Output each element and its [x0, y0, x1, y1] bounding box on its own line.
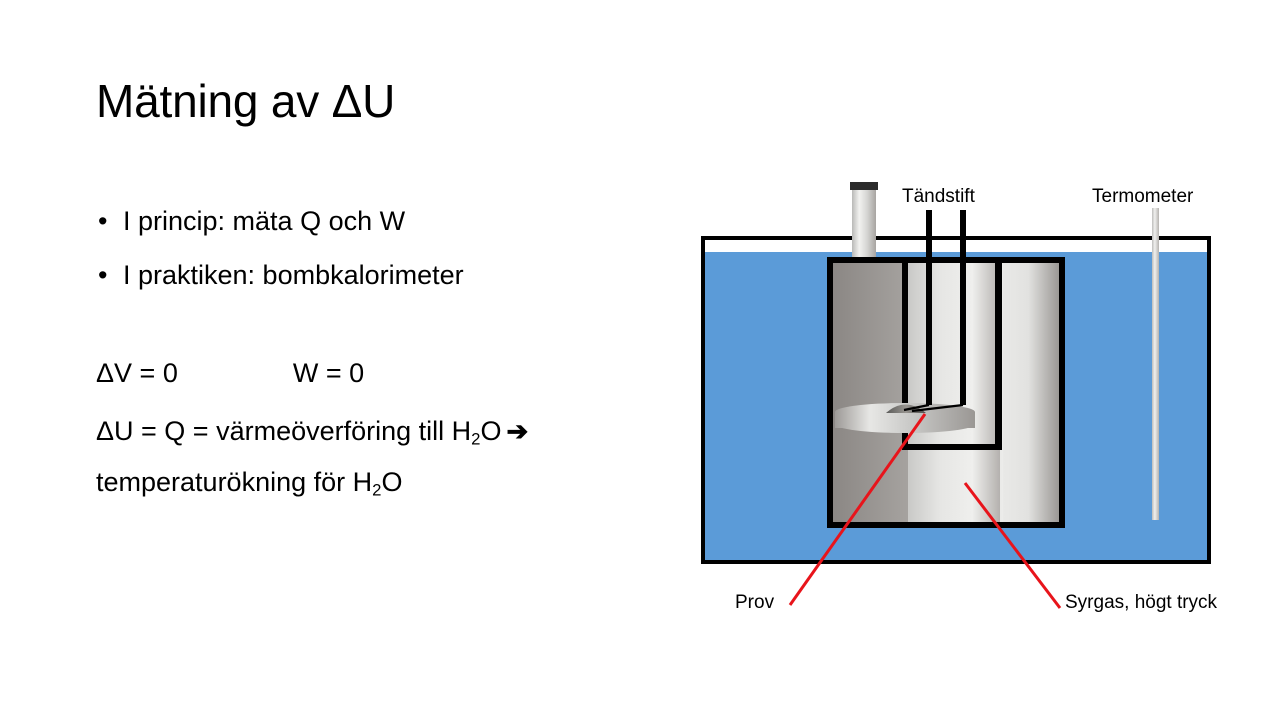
- chamber-bottom-lip: [902, 444, 1002, 450]
- leader-line-sample: [788, 413, 927, 606]
- equation-line-1: ΔV = 0 W = 0: [96, 352, 696, 394]
- electrode-left: [926, 210, 932, 405]
- fuse-wire-right: [911, 403, 964, 413]
- subscript-two: 2: [372, 480, 382, 500]
- equation-block: ΔV = 0 W = 0 ΔU = Q = värmeöverföring ti…: [96, 352, 696, 511]
- list-item: • I princip: mäta Q och W: [96, 194, 656, 248]
- page-title: Mätning av ΔU: [96, 75, 396, 127]
- thermometer: [1152, 208, 1159, 520]
- equation-oxygen: O: [381, 466, 403, 497]
- calorimeter-illustration: [701, 182, 1211, 609]
- label-oxygen: Syrgas, högt tryck: [1065, 592, 1218, 613]
- chamber-wall-left: [902, 260, 908, 450]
- subscript-two: 2: [471, 429, 481, 449]
- bomb-vessel: [827, 257, 1065, 528]
- stirrer-tube: [850, 182, 878, 267]
- right-arrow-icon: ➔: [506, 416, 529, 446]
- bullet-marker-icon: •: [98, 206, 108, 236]
- bomb-right-column: [1003, 263, 1059, 522]
- fuse-wire-left: [903, 403, 930, 412]
- bullet-marker-icon: •: [98, 260, 108, 290]
- thermometer-stem: [1152, 208, 1159, 520]
- equation-delta-u-text: ΔU = Q = värmeöverföring till H: [96, 416, 472, 446]
- bullet-text: I princip: mäta Q och W: [123, 206, 406, 236]
- label-thermometer: Termometer: [1092, 186, 1194, 207]
- bullet-text: I praktiken: bombkalorimeter: [123, 260, 464, 290]
- leader-line-oxygen: [963, 482, 1062, 609]
- equation-work: W = 0: [292, 358, 365, 388]
- equation-oxygen: O: [480, 416, 502, 446]
- equation-line-2: ΔU = Q = värmeöverföring till H2O➔ tempe…: [96, 410, 676, 511]
- ignition-electrodes: [903, 210, 966, 413]
- label-ignition: Tändstift: [902, 186, 975, 207]
- stirrer-tube-body: [852, 187, 876, 267]
- stirrer-tube-cap: [850, 182, 878, 190]
- equation-temp-text: temperaturökning för H: [96, 466, 373, 497]
- chamber-wall-right: [995, 260, 1002, 450]
- label-sample: Prov: [735, 592, 775, 613]
- bomb-calorimeter-figure: Tändstift Termometer Prov Syrgas, högt t…: [690, 160, 1260, 630]
- leader-lines: [788, 413, 1062, 609]
- electrode-right: [960, 210, 966, 405]
- bomb-inner-chamber: [908, 263, 1000, 522]
- sample-pan: [835, 403, 975, 433]
- list-item: • I praktiken: bombkalorimeter: [96, 248, 656, 302]
- equation-delta-v: ΔV = 0: [96, 358, 178, 388]
- bullet-list: • I princip: mäta Q och W • I praktiken:…: [96, 194, 656, 302]
